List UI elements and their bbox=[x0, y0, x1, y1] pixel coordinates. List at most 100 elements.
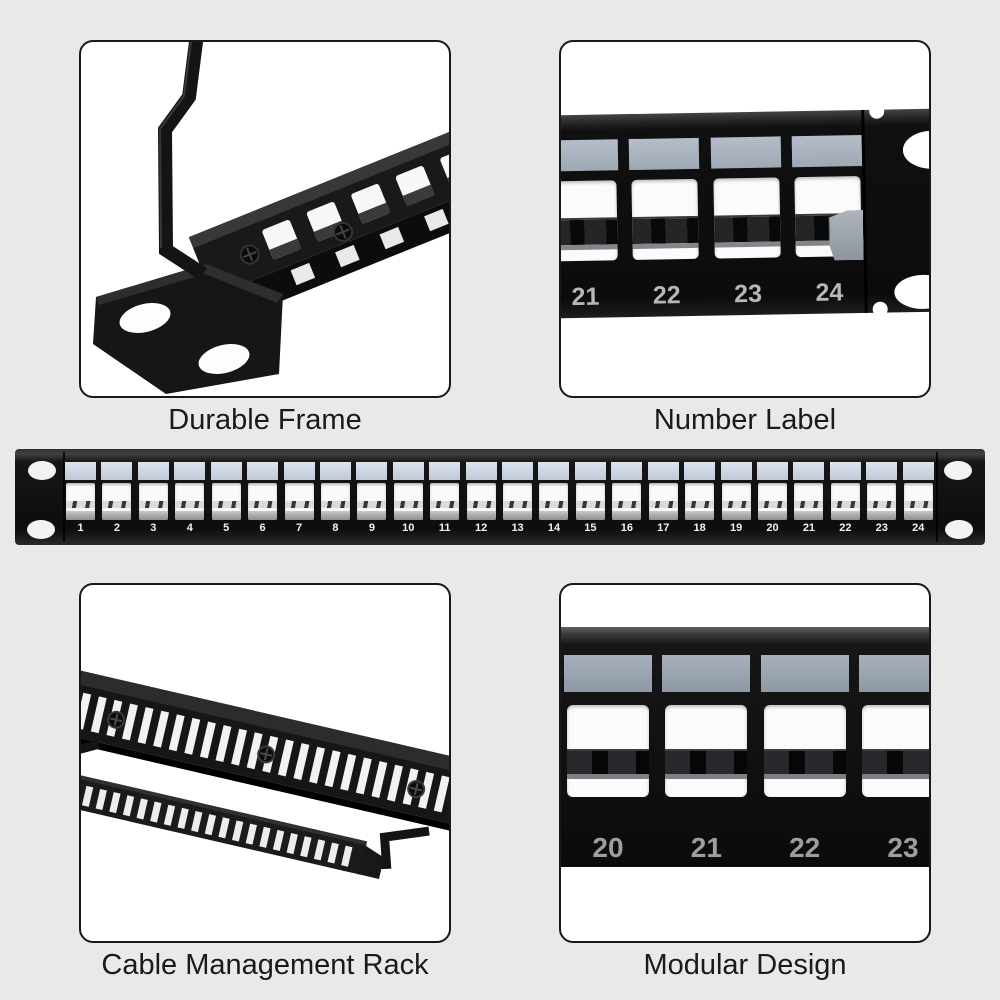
keystone-opening bbox=[393, 483, 423, 520]
opening-shadow bbox=[903, 511, 933, 520]
port-number: 17 bbox=[657, 522, 670, 534]
port-module: 3 bbox=[137, 449, 169, 545]
keystone-opening bbox=[763, 705, 846, 797]
port-number: 23 bbox=[875, 522, 888, 534]
port-number: 9 bbox=[368, 522, 375, 534]
ear-seam bbox=[63, 452, 65, 542]
rear-rail bbox=[81, 666, 449, 848]
port-module: 18 bbox=[684, 449, 716, 545]
opening-shadow bbox=[466, 511, 496, 520]
keystone-opening bbox=[503, 483, 533, 520]
keystone-opening bbox=[466, 483, 496, 520]
screw-icon bbox=[257, 745, 276, 764]
rear-support-bar bbox=[721, 501, 751, 508]
port-row: 1 2 3 4 bbox=[65, 449, 934, 545]
caption-cable-management: Cable Management Rack bbox=[101, 949, 429, 981]
opening-shadow bbox=[393, 511, 423, 520]
port-label-strip bbox=[174, 462, 206, 480]
rear-support-bar bbox=[867, 501, 897, 508]
port-label-strip bbox=[465, 462, 497, 480]
port-label-strip bbox=[392, 462, 424, 480]
keystone-opening bbox=[138, 483, 168, 520]
rear-support-bar bbox=[861, 749, 929, 774]
port-number: 7 bbox=[295, 522, 303, 534]
keystone-opening bbox=[612, 483, 642, 520]
keystone-opening bbox=[648, 483, 678, 520]
keystone-opening bbox=[861, 705, 929, 797]
opening-shadow bbox=[794, 511, 824, 520]
port-label-strip bbox=[101, 462, 133, 480]
mounting-hole bbox=[944, 461, 972, 480]
port-module: 23 bbox=[866, 449, 898, 545]
opening-shadow bbox=[612, 511, 642, 520]
port-number: 23 bbox=[733, 279, 763, 309]
port-number: 5 bbox=[223, 522, 230, 534]
port-number: 13 bbox=[511, 522, 524, 534]
rear-support-bar bbox=[713, 214, 781, 243]
opening-shadow bbox=[284, 511, 314, 520]
port-number: 22 bbox=[652, 281, 681, 310]
support-bar-end-bracket bbox=[829, 210, 864, 261]
port-module: 24 bbox=[902, 449, 934, 545]
keystone-rail bbox=[188, 98, 449, 325]
port-label-strip bbox=[502, 462, 534, 480]
port-number: 4 bbox=[186, 522, 193, 534]
port-number: 23 bbox=[887, 832, 919, 863]
screw-icon bbox=[332, 221, 353, 242]
port-module: 8 bbox=[319, 449, 351, 545]
port-number: 11 bbox=[438, 522, 451, 534]
durable-frame-photo bbox=[79, 40, 451, 398]
port-number: 1 bbox=[77, 522, 84, 534]
rear-support-bar bbox=[539, 501, 569, 508]
rear-support-bar bbox=[466, 501, 496, 508]
opening-shadow bbox=[503, 511, 533, 520]
port-label-strip bbox=[662, 655, 751, 692]
patch-panel-front-view: 1 2 3 4 bbox=[15, 449, 985, 545]
rear-support-bar bbox=[665, 749, 748, 774]
port-label-strip bbox=[710, 136, 781, 169]
port-label-strip bbox=[757, 462, 789, 480]
rear-support-bar bbox=[248, 501, 278, 508]
keystone-opening bbox=[357, 483, 387, 520]
port-module: 6 bbox=[247, 449, 279, 545]
port-label-strip bbox=[647, 462, 679, 480]
screw-icon bbox=[407, 780, 426, 799]
port-label-strip bbox=[629, 137, 700, 171]
modular-design-photo: 20 21 22 bbox=[559, 583, 931, 943]
opening-shadow bbox=[758, 511, 788, 520]
rear-support-bar bbox=[138, 501, 168, 508]
keystone-opening bbox=[539, 483, 569, 520]
port-module: 22 bbox=[629, 113, 703, 317]
keystone-opening bbox=[631, 178, 700, 260]
rear-support-bar bbox=[631, 215, 700, 245]
port-number: 10 bbox=[402, 522, 415, 534]
port-label-strip bbox=[720, 462, 752, 480]
ear-seam bbox=[936, 452, 938, 542]
port-module: 14 bbox=[538, 449, 570, 545]
mounting-hole bbox=[28, 461, 56, 480]
keystone-opening bbox=[794, 483, 824, 520]
mounting-hole bbox=[902, 130, 929, 170]
rear-support-bar bbox=[758, 501, 788, 508]
rear-support-rail bbox=[567, 774, 649, 779]
rear-support-bar bbox=[561, 217, 618, 246]
port-number: 21 bbox=[571, 282, 600, 312]
port-module: 5 bbox=[210, 449, 242, 545]
mounting-hole bbox=[945, 520, 973, 539]
rear-support-bar bbox=[763, 749, 846, 774]
keystone-opening bbox=[867, 483, 897, 520]
port-module: 22 bbox=[760, 627, 849, 867]
port-module: 15 bbox=[574, 449, 606, 545]
port-number: 8 bbox=[332, 522, 339, 534]
rear-support-bar bbox=[503, 501, 533, 508]
port-module: 12 bbox=[465, 449, 497, 545]
closeup-panel-front: 20 21 22 bbox=[561, 627, 929, 867]
port-label-strip bbox=[137, 462, 169, 480]
keystone-opening bbox=[721, 483, 751, 520]
port-label-strip bbox=[866, 462, 898, 480]
port-label-strip bbox=[65, 462, 96, 480]
rear-support-bar bbox=[284, 501, 314, 508]
port-label-strip bbox=[283, 462, 315, 480]
rear-support-rail bbox=[631, 242, 700, 250]
opening-shadow bbox=[648, 511, 678, 520]
